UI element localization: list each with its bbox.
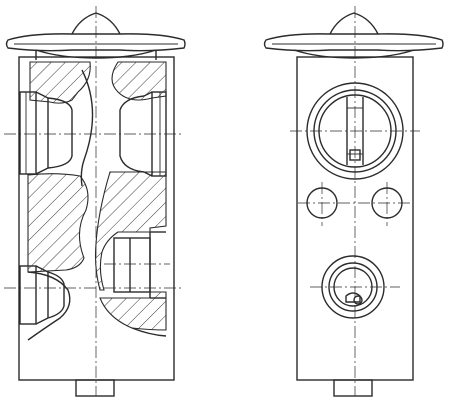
section-view (4, 6, 186, 397)
left-hatch-upper-left (29, 61, 91, 104)
left-hatch-lower-right (99, 291, 167, 331)
right-bottom-stem (333, 379, 373, 397)
right-top-cap (263, 12, 444, 59)
front-view (263, 6, 444, 397)
left-upper-port (19, 91, 73, 175)
left-hatch-mid-right (94, 171, 167, 291)
left-lower-port (19, 265, 65, 325)
left-hatch-upper-right (111, 61, 167, 101)
left-hatch-mid-left (27, 173, 89, 273)
left-bottom-stem (75, 379, 115, 397)
left-lower-right-port (113, 231, 166, 299)
